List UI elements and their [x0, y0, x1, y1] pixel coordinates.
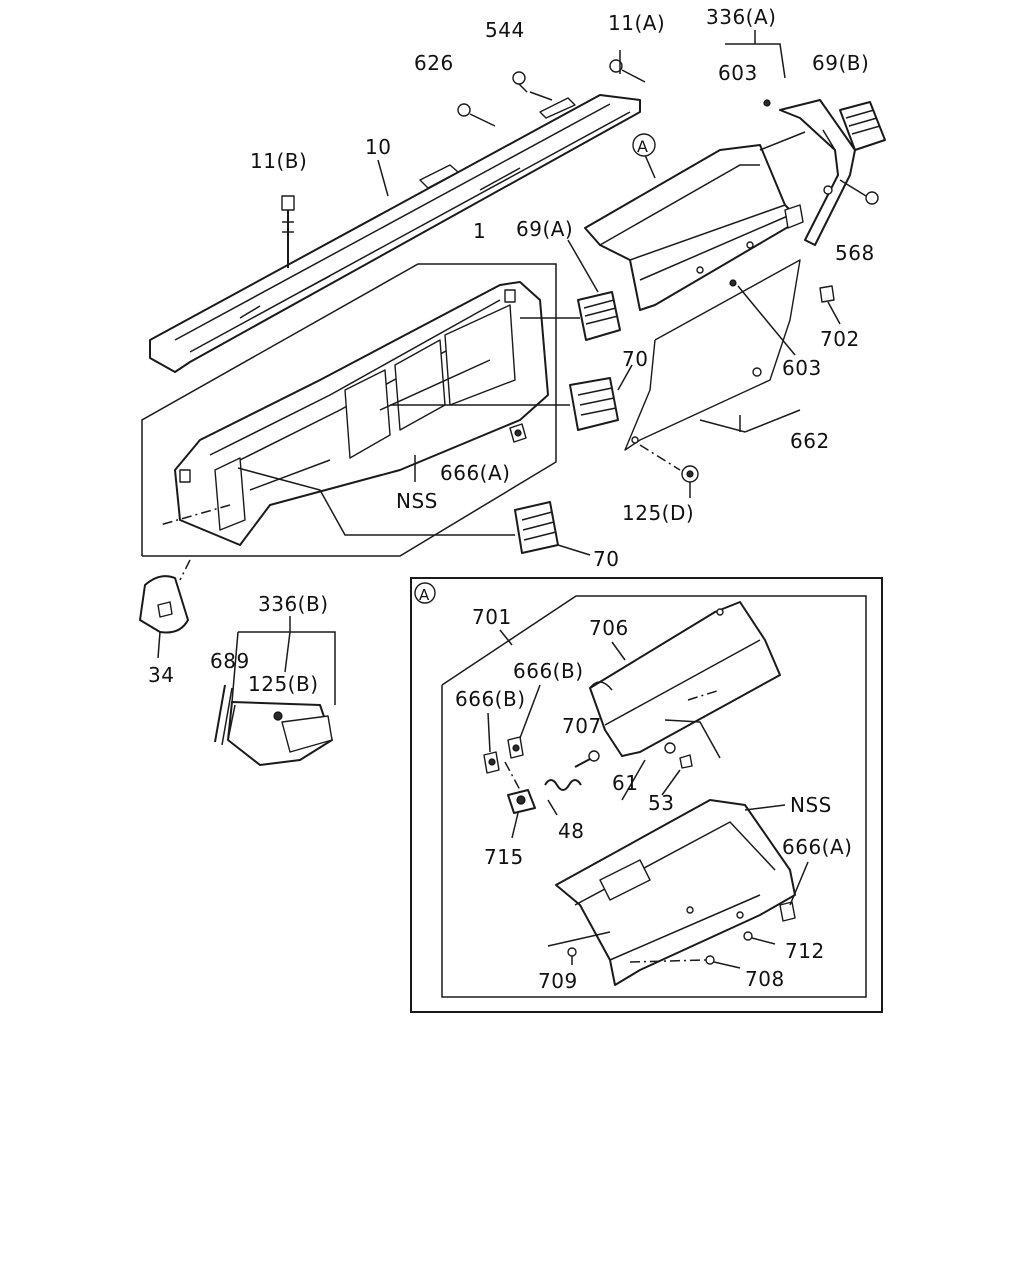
screw-603-side: [729, 279, 796, 356]
callout-715: 715: [484, 845, 524, 869]
callout-666a-lower: 666(A): [782, 835, 852, 859]
screw-11a: [609, 50, 646, 83]
detail-view-a: [410, 577, 883, 1013]
callout-61: 61: [612, 771, 638, 795]
side-cap-34: [139, 575, 189, 659]
callout-69a: 69(A): [516, 217, 573, 241]
screw-568: [839, 179, 879, 205]
screw-603-top: [763, 99, 771, 107]
screw-626: [457, 103, 496, 127]
fastener-125b: [273, 711, 283, 721]
top-cover-panel: [149, 94, 641, 373]
side-bracket-336a: [779, 99, 856, 246]
clip-702: [819, 285, 841, 325]
callout-666b-right: 666(B): [513, 659, 584, 683]
callout-544: 544: [485, 18, 525, 42]
callout-125d: 125(D): [622, 501, 694, 525]
spring-48: [544, 779, 582, 791]
bolt-11b: [281, 195, 295, 268]
callout-666a-upper: 666(A): [440, 461, 510, 485]
screw-707: [574, 750, 600, 768]
callout-336b: 336(B): [258, 592, 329, 616]
lower-trim-336b: [227, 701, 333, 766]
screw-709: [547, 931, 611, 965]
callout-707: 707: [562, 714, 602, 738]
callout-70-lower: 70: [593, 547, 619, 571]
callout-701: 701: [472, 605, 512, 629]
part-53: [679, 754, 693, 769]
callout-70-upper: 70: [622, 347, 648, 371]
anchor-a-marker: [632, 133, 656, 157]
glove-box-body: [555, 799, 796, 986]
callout-anchor-a: A: [637, 137, 648, 156]
callout-69b: 69(B): [812, 51, 869, 75]
callout-1: 1: [473, 219, 486, 243]
callout-709: 709: [538, 969, 578, 993]
callout-706: 706: [589, 616, 629, 640]
callout-125b: 125(B): [248, 672, 319, 696]
clip-666b-left: [483, 751, 500, 774]
callout-702: 702: [820, 327, 860, 351]
glove-box-lid-706: [589, 601, 781, 757]
callout-11a: 11(A): [608, 11, 665, 35]
air-vent-69b: [839, 101, 886, 151]
callout-662: 662: [790, 429, 830, 453]
callout-626: 626: [414, 51, 454, 75]
callout-10: 10: [365, 135, 391, 159]
screw-712: [743, 931, 776, 945]
callout-nss-lower: NSS: [790, 793, 832, 817]
callout-712: 712: [785, 939, 825, 963]
callout-708: 708: [745, 967, 785, 991]
callout-336a: 336(A): [706, 5, 776, 29]
clip-666b-right: [507, 736, 524, 759]
clip-666a-upper: [509, 423, 527, 443]
dashboard-panel: [174, 281, 549, 546]
air-vent-70-upper: [569, 377, 619, 431]
callout-34: 34: [148, 663, 174, 687]
air-vent-69a: [577, 291, 621, 341]
glove-box-assembly-a: [584, 144, 804, 311]
callout-666b-left: 666(B): [455, 687, 526, 711]
detail-tag-a: A: [419, 586, 430, 604]
fastener-125d: [681, 465, 699, 498]
callout-689: 689: [210, 649, 250, 673]
latch-715: [507, 789, 536, 814]
callout-11b: 11(B): [250, 149, 307, 173]
screw-544: [512, 71, 553, 101]
screw-708: [629, 955, 741, 969]
callout-603-top: 603: [718, 61, 758, 85]
dashboard-frame-border: [141, 263, 557, 557]
clip-666a-lower: [779, 861, 809, 922]
part-61: [664, 742, 676, 754]
air-vent-70-lower: [514, 501, 559, 554]
callout-603-side: 603: [782, 356, 822, 380]
strip-689: [214, 684, 233, 746]
callout-53: 53: [648, 791, 674, 815]
callout-nss-upper: NSS: [396, 489, 438, 513]
callout-48: 48: [558, 819, 584, 843]
callout-568: 568: [835, 241, 875, 265]
